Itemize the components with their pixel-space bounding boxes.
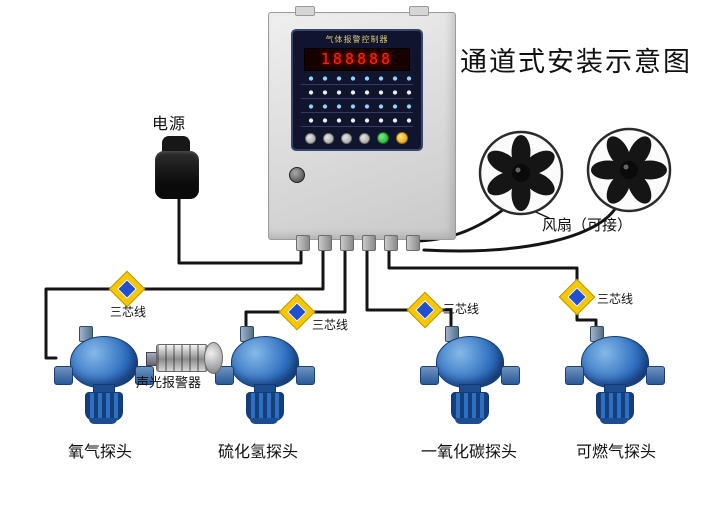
power-plug — [152, 136, 204, 202]
panel-button — [305, 132, 316, 144]
alarm-ribs — [157, 345, 207, 371]
cable-gland — [296, 235, 310, 251]
wire-tag-label-4: 三芯线 — [597, 292, 634, 306]
wire-tag-inner — [117, 279, 137, 299]
fan-blade — [523, 171, 555, 196]
fan-hub — [512, 164, 530, 182]
fan-blade — [511, 177, 531, 211]
panel-button — [341, 132, 352, 144]
fan-hub-highlight — [515, 167, 521, 173]
panel-power-button — [377, 132, 389, 144]
detector-hub-left — [565, 366, 584, 385]
cable-gland — [318, 235, 332, 251]
detector-hub-right — [296, 366, 315, 385]
detector-3 — [419, 322, 520, 426]
panel-button — [323, 132, 334, 144]
fan-1-icon — [478, 130, 564, 216]
controller-face-panel: 气体报警控制器 188888 — [291, 29, 423, 151]
fan-blade — [511, 135, 531, 169]
detector-body — [581, 336, 649, 388]
detector-base — [89, 418, 117, 424]
detector-hub-right — [135, 366, 154, 385]
indicator-row — [301, 115, 413, 127]
wire-tag-inner — [287, 302, 307, 322]
fan-hub-highlight — [623, 164, 629, 170]
wire-tag-inner — [567, 287, 587, 307]
led-display: 188888 — [304, 48, 410, 71]
panel-buttons — [305, 132, 421, 144]
wire-tag-inner — [415, 300, 435, 320]
detector-hub-right — [501, 366, 520, 385]
wire-power — [177, 196, 303, 265]
mount-tab-left — [295, 6, 315, 16]
plug-body — [155, 151, 199, 199]
fan-blade — [627, 172, 652, 204]
detector-hub-left — [420, 366, 439, 385]
fan-blade — [591, 160, 625, 180]
indicator-row — [301, 73, 413, 85]
fan-blade — [633, 160, 667, 180]
cable-gland — [384, 235, 398, 251]
wire-fan-2 — [422, 202, 620, 253]
fan-label: 风扇（可接） — [542, 217, 633, 234]
detector-3-label: 一氧化碳探头 — [420, 444, 517, 461]
detector-1 — [53, 322, 154, 426]
detector-1-label: 氧气探头 — [67, 444, 132, 461]
detector-base — [600, 418, 628, 424]
fan-blade — [487, 171, 519, 196]
fan-blade — [487, 150, 519, 175]
detector-base — [250, 418, 278, 424]
fan-2-icon — [586, 127, 672, 213]
wire-tag-label-2: 三芯线 — [312, 318, 349, 332]
detector-hub-left — [54, 366, 73, 385]
cable-gland — [406, 235, 420, 251]
fan-hub — [620, 161, 638, 179]
detector-base — [455, 418, 483, 424]
cable-gland — [340, 235, 354, 251]
mount-tab-right — [409, 6, 429, 16]
fan-blade — [627, 136, 652, 168]
power-label: 电源 — [152, 116, 187, 133]
cable-gland — [362, 235, 376, 251]
controller-box: 气体报警控制器 188888 — [268, 6, 456, 251]
panel-mute-button — [396, 132, 408, 144]
detector-4 — [564, 322, 665, 426]
detector-4-label: 可燃气探头 — [575, 444, 656, 461]
wire-detector-1 — [44, 238, 325, 360]
alarm-barrel — [156, 344, 208, 372]
detector-body — [70, 336, 138, 388]
panel-button — [359, 132, 370, 144]
detector-hub-right — [646, 366, 665, 385]
fan-blade — [523, 150, 555, 175]
wire-fan-1 — [411, 204, 510, 243]
indicator-row — [301, 101, 413, 113]
alarm-end-cap — [204, 342, 223, 374]
wire-tag-label-1: 三芯线 — [109, 305, 146, 319]
panel-title: 气体报警控制器 — [325, 35, 389, 44]
page-title: 通道式安装示意图 — [460, 47, 692, 78]
detector-hub-left — [215, 366, 234, 385]
detector-body — [436, 336, 504, 388]
alarm-label: 声光报警器 — [136, 375, 202, 390]
sound-light-alarm — [146, 342, 223, 374]
indicator-row — [301, 87, 413, 99]
cabinet-lock — [289, 167, 305, 183]
detector-sensor — [596, 392, 634, 421]
wire-detector-3 — [365, 238, 453, 332]
fan-blade — [606, 172, 631, 204]
detector-sensor — [85, 392, 123, 421]
detector-2-label: 硫化氢探头 — [217, 444, 298, 461]
fan-blade — [606, 136, 631, 168]
detector-sensor — [246, 392, 284, 421]
detector-body — [231, 336, 299, 388]
detector-2 — [214, 322, 315, 426]
detector-sensor — [451, 392, 489, 421]
wire-tag-label-3: 三芯线 — [443, 302, 480, 316]
